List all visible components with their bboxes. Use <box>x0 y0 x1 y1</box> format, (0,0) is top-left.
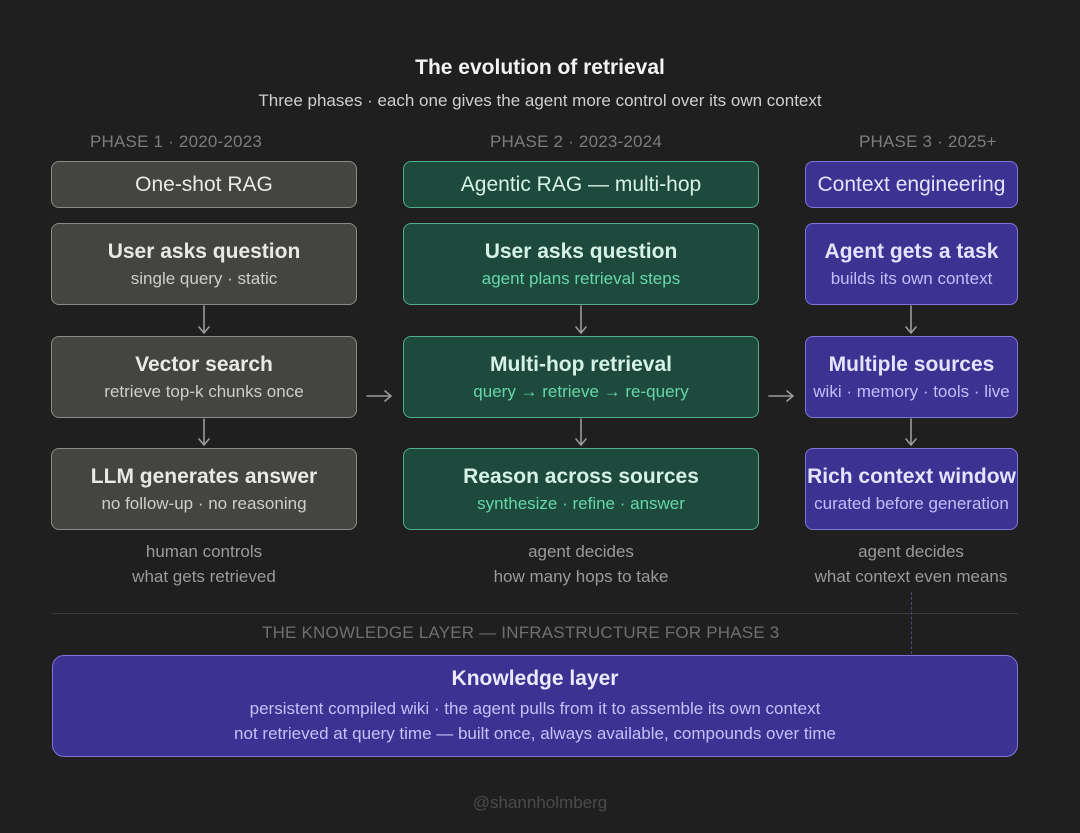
phase-2-label: PHASE 2 · 2023-2024 <box>490 132 663 151</box>
knowledge-section-label: THE KNOWLEDGE LAYER — INFRASTRUCTURE FOR… <box>262 623 780 642</box>
arrow-head <box>575 326 587 334</box>
caption-line: how many hops to take <box>493 567 669 586</box>
arrow-head <box>786 390 794 402</box>
phase-3-name: Context engineering <box>817 172 1006 196</box>
step-title: User asks question <box>484 239 678 263</box>
phase-1-step-3: LLM generates answer no follow-up · no r… <box>51 448 357 530</box>
phase-3-step-2: Multiple sources wiki · memory · tools ·… <box>805 336 1018 418</box>
phase-3-step-3: Rich context window curated before gener… <box>805 448 1018 530</box>
phase-3-step-1: Agent gets a task builds its own context <box>805 223 1018 305</box>
phase-2-name: Agentic RAG — multi-hop <box>460 172 702 196</box>
arrow-head <box>384 390 392 402</box>
step-subtitle: agent plans retrieval steps <box>481 268 681 288</box>
phase-1-name: One-shot RAG <box>135 172 273 196</box>
phase-3-label: PHASE 3 · 2025+ <box>859 132 997 151</box>
step-subtitle: builds its own context <box>830 268 993 288</box>
phase-3-caption: agent decides what context even means <box>791 539 1031 589</box>
arrow-head <box>198 438 210 446</box>
step-subtitle: query → retrieve → re-query <box>473 381 689 401</box>
step-title: User asks question <box>107 239 301 263</box>
diagram-subtitle: Three phases · each one gives the agent … <box>258 91 822 110</box>
author-handle: @shannholmberg <box>472 793 608 812</box>
phase-3-header: Context engineering <box>805 161 1018 208</box>
caption-line: human controls <box>145 542 263 561</box>
arrow-head <box>575 438 587 446</box>
step-subtitle: retrieve top-k chunks once <box>104 381 304 401</box>
knowledge-layer-title: Knowledge layer <box>451 667 619 690</box>
knowledge-layer-box: Knowledge layer persistent compiled wiki… <box>52 655 1018 757</box>
step-title: Multiple sources <box>828 352 995 376</box>
step-title: Agent gets a task <box>824 239 999 263</box>
step-title: Vector search <box>135 352 273 376</box>
phase-1-header: One-shot RAG <box>51 161 357 208</box>
step-title: Rich context window <box>807 464 1016 488</box>
step-title: Reason across sources <box>463 464 699 488</box>
step-title: Multi-hop retrieval <box>489 352 673 376</box>
phase-2-step-3: Reason across sources synthesize · refin… <box>403 448 759 530</box>
caption-line: what gets retrieved <box>132 567 276 586</box>
caption-line: agent decides <box>528 542 634 561</box>
phase-2-step-1: User asks question agent plans retrieval… <box>403 223 759 305</box>
arrow-head <box>198 326 210 334</box>
diagram-title: The evolution of retrieval <box>415 56 665 79</box>
arrow-head <box>905 438 917 446</box>
knowledge-layer-line-2: not retrieved at query time — built once… <box>234 724 836 743</box>
phase-1-step-1: User asks question single query · static <box>51 223 357 305</box>
step-subtitle: single query · static <box>130 268 278 288</box>
dashed-connector <box>911 592 912 654</box>
caption-line: what context even means <box>814 567 1008 586</box>
phase-2-step-2: Multi-hop retrieval query → retrieve → r… <box>403 336 759 418</box>
section-divider <box>52 613 1018 614</box>
step-title: LLM generates answer <box>90 464 318 488</box>
step-subtitle: curated before generation <box>814 493 1009 513</box>
step-subtitle: synthesize · refine · answer <box>477 493 685 513</box>
step-subtitle: no follow-up · no reasoning <box>101 493 307 513</box>
caption-line: agent decides <box>858 542 964 561</box>
phase-1-caption: human controls what gets retrieved <box>51 539 357 589</box>
phase-2-header: Agentic RAG — multi-hop <box>403 161 759 208</box>
arrow-head <box>905 326 917 334</box>
phase-1-step-2: Vector search retrieve top-k chunks once <box>51 336 357 418</box>
phase-2-caption: agent decides how many hops to take <box>403 539 759 589</box>
step-subtitle: wiki · memory · tools · live <box>813 381 1010 401</box>
phase-1-label: PHASE 1 · 2020-2023 <box>90 132 263 151</box>
knowledge-layer-line-1: persistent compiled wiki · the agent pul… <box>249 699 821 718</box>
